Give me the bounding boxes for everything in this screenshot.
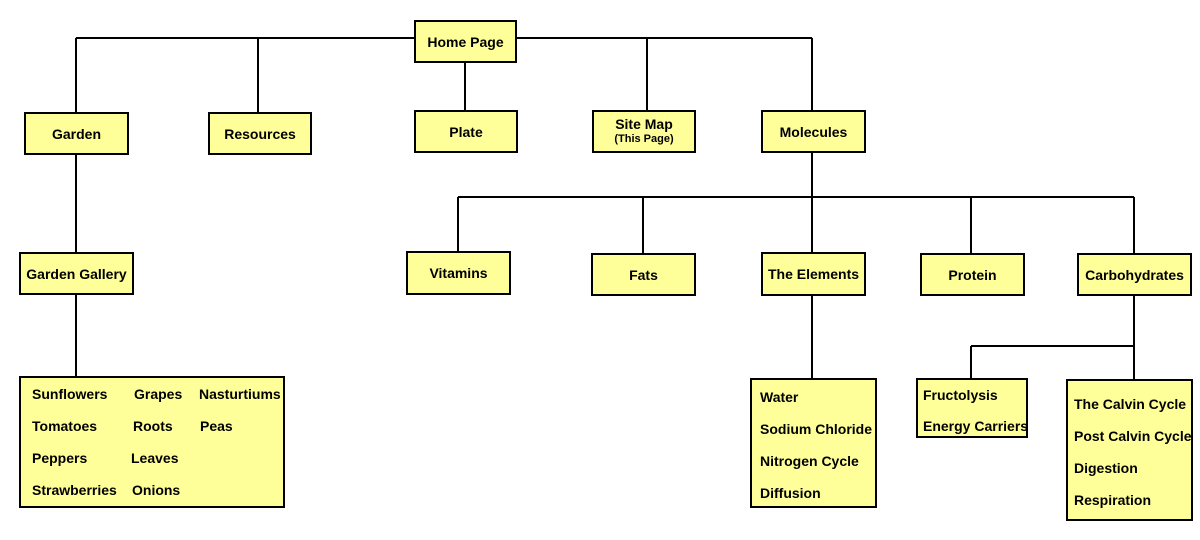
resources-label: Resources — [224, 125, 296, 142]
the-elements-node[interactable]: The Elements — [761, 252, 866, 296]
plate-label: Plate — [449, 123, 483, 140]
site-map-note: (This Page) — [614, 132, 674, 145]
molecules-node[interactable]: Molecules — [761, 110, 866, 153]
fats-label: Fats — [629, 266, 658, 283]
carbohydrates-label: Carbohydrates — [1085, 266, 1184, 283]
protein-node[interactable]: Protein — [920, 253, 1025, 296]
plate-node[interactable]: Plate — [414, 110, 518, 153]
list-item[interactable]: Nasturtiums — [199, 386, 281, 402]
home-page-label: Home Page — [427, 33, 504, 50]
list-item[interactable]: Strawberries — [32, 482, 117, 498]
garden-node[interactable]: Garden — [24, 112, 129, 155]
list-item[interactable]: Peas — [200, 418, 233, 434]
resources-node[interactable]: Resources — [208, 112, 312, 155]
list-item[interactable]: Nitrogen Cycle — [760, 453, 859, 469]
list-item[interactable]: Roots — [133, 418, 173, 434]
carbohydrates-left-list: Fructolysis Energy Carriers — [916, 378, 1028, 438]
carbohydrates-right-list: The Calvin Cycle Post Calvin Cycle Diges… — [1066, 379, 1193, 521]
garden-gallery-list: Sunflowers Tomatoes Peppers Strawberries… — [19, 376, 285, 508]
list-item[interactable]: Digestion — [1074, 460, 1138, 476]
site-map-node[interactable]: Site Map (This Page) — [592, 110, 696, 153]
the-elements-label: The Elements — [767, 266, 860, 282]
list-item[interactable]: Grapes — [134, 386, 183, 402]
list-item[interactable]: Peppers — [32, 450, 88, 466]
vitamins-label: Vitamins — [429, 265, 488, 281]
molecules-label: Molecules — [779, 123, 848, 140]
home-page-node[interactable]: Home Page — [414, 20, 517, 63]
list-item[interactable]: Fructolysis — [923, 387, 998, 403]
list-item[interactable]: Sodium Chloride — [760, 421, 872, 437]
garden-gallery-node[interactable]: Garden Gallery — [19, 252, 134, 295]
list-item[interactable]: Leaves — [131, 450, 179, 466]
vitamins-node[interactable]: Vitamins — [406, 251, 511, 295]
protein-label: Protein — [948, 266, 997, 283]
list-item[interactable]: The Calvin Cycle — [1074, 396, 1187, 412]
fats-node[interactable]: Fats — [591, 253, 696, 296]
list-item[interactable]: Water — [760, 389, 799, 405]
elements-list: Water Sodium Chloride Nitrogen Cycle Dif… — [750, 378, 877, 508]
list-item[interactable]: Tomatoes — [32, 418, 98, 434]
list-item[interactable]: Respiration — [1074, 492, 1152, 508]
list-item[interactable]: Onions — [132, 482, 181, 498]
garden-gallery-label: Garden Gallery — [26, 265, 127, 282]
list-item[interactable]: Diffusion — [760, 485, 821, 501]
site-map-label: Site Map — [615, 115, 673, 132]
list-item[interactable]: Sunflowers — [32, 386, 108, 402]
list-item[interactable]: Post Calvin Cycle — [1074, 428, 1192, 444]
list-item[interactable]: Energy Carriers — [923, 418, 1029, 434]
garden-label: Garden — [51, 125, 101, 142]
carbohydrates-node[interactable]: Carbohydrates — [1077, 253, 1192, 296]
